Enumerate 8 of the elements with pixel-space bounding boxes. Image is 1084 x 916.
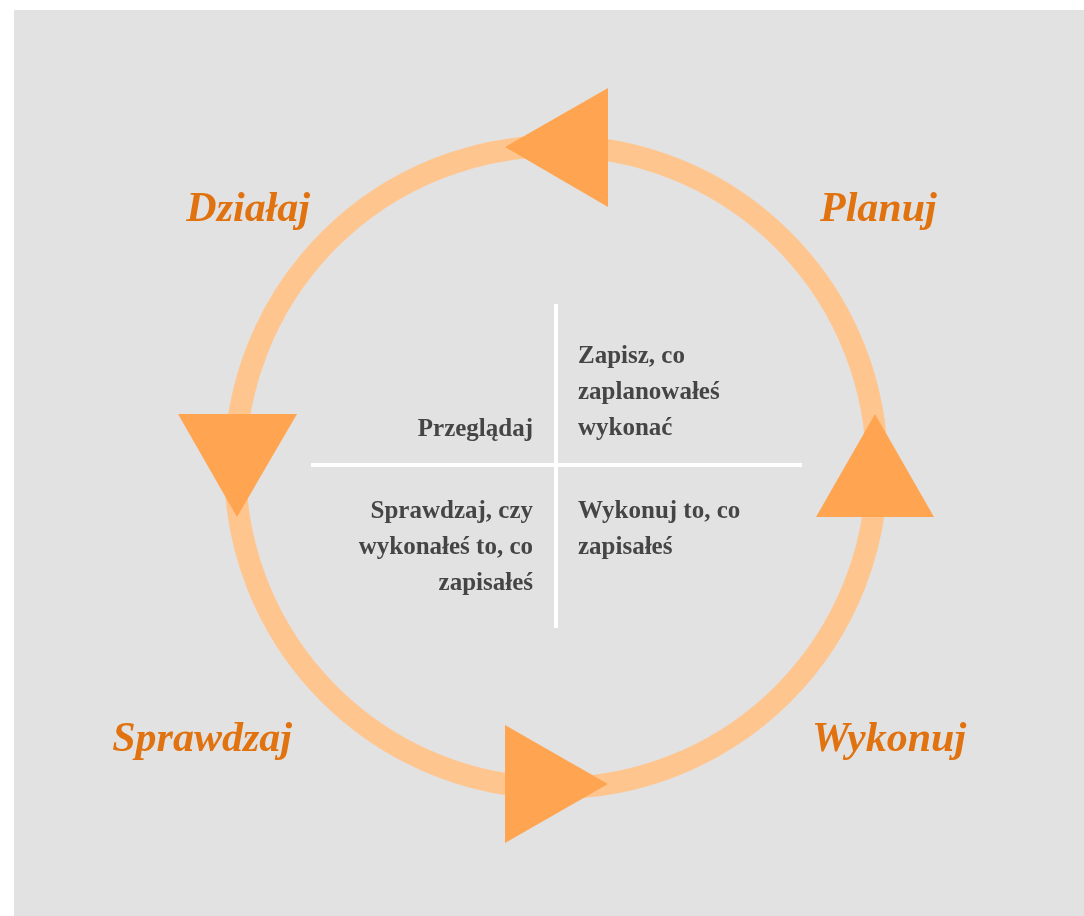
quadrant-text: Sprawdzaj, czy wykonałeś to, co zapisałeś: [357, 495, 533, 597]
stage-label: Wykonuj: [812, 713, 968, 761]
stage-label: Planuj: [820, 183, 938, 231]
quadrant-text: Przeglądaj: [416, 413, 533, 443]
quadrant-text: Wykonuj to, co zapisałeś: [578, 495, 742, 561]
stage-label: Działaj: [185, 183, 310, 231]
stage-label: Sprawdzaj: [111, 713, 292, 761]
quadrant-text: Zapisz, co zaplanowałeś wykonać: [578, 340, 721, 442]
